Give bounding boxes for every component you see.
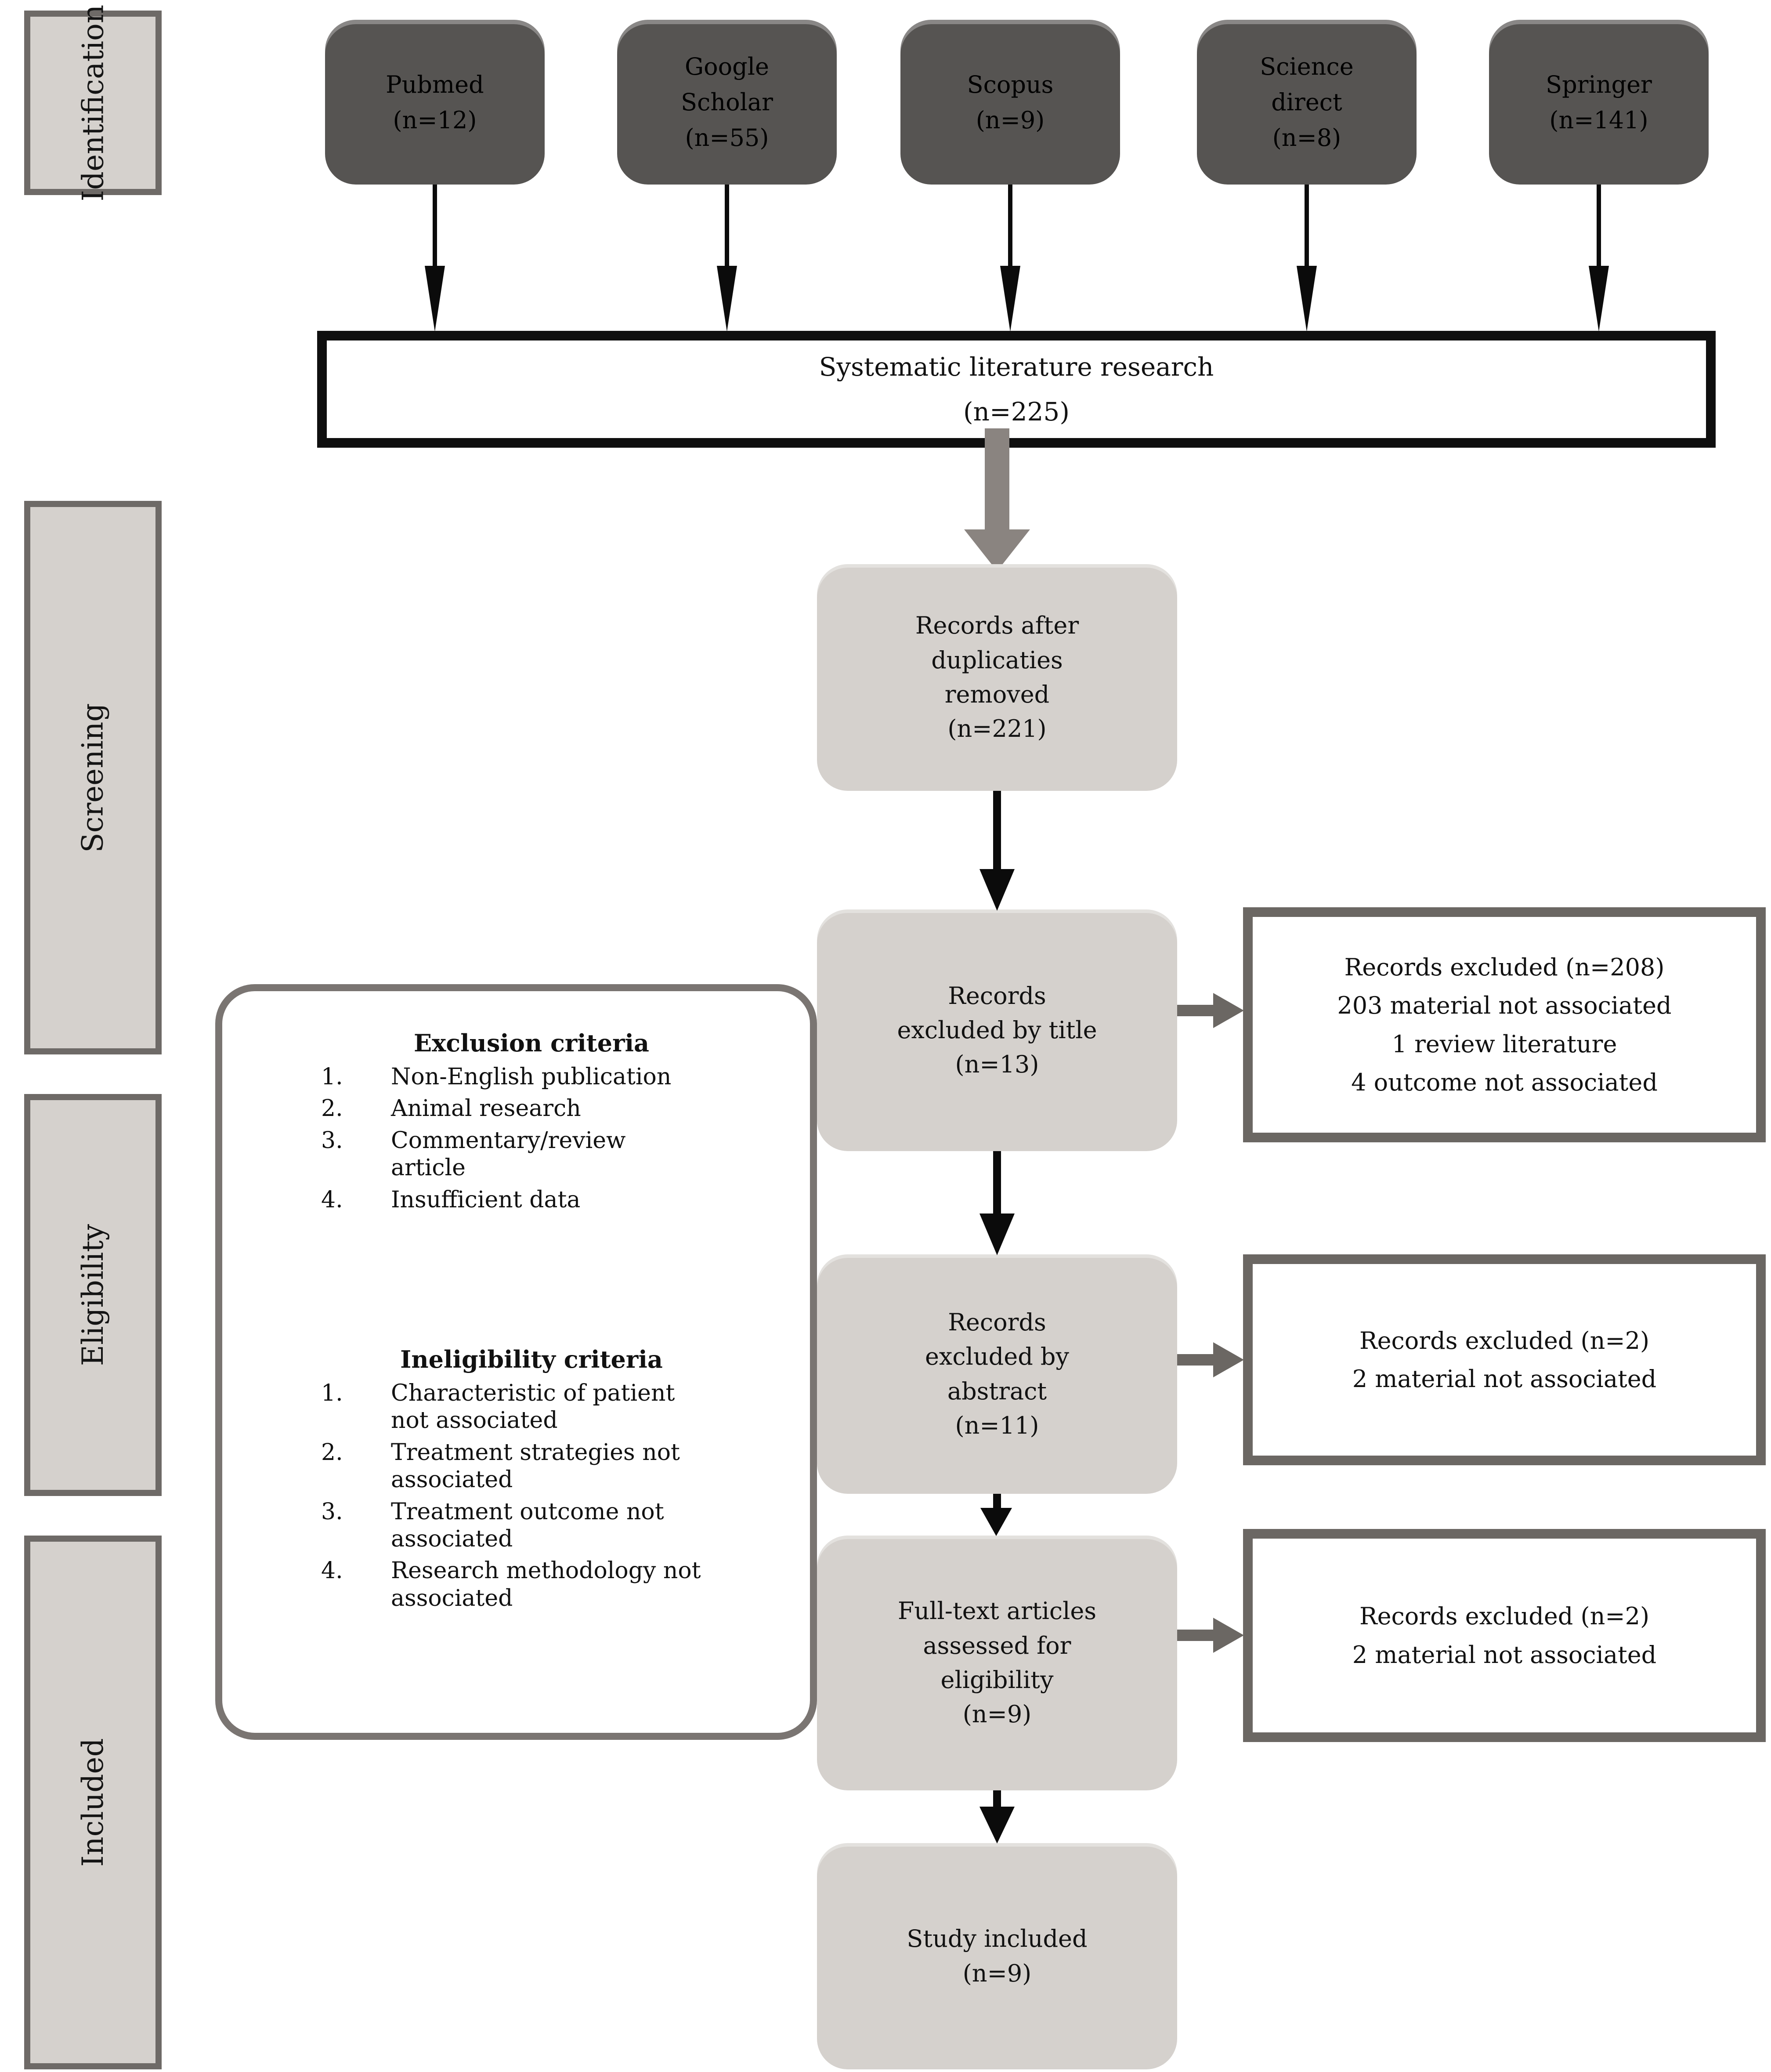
exclusion-fulltext-line2: 2 material not associated (1352, 1641, 1657, 1669)
exclusion-criteria-item: Animal research (321, 1095, 581, 1123)
arrow-abstract-exclusion-head (1213, 1342, 1244, 1377)
exclusion-box-title: Records excluded (n=208) 203 material no… (1243, 907, 1766, 1142)
arrow-pubmed-down-shaft (433, 185, 437, 266)
exclusion-criteria-item: Non-English publication (321, 1063, 672, 1091)
arrow-title-exclusion-shaft (1177, 1005, 1214, 1016)
criteria-box: Exclusion criteria Non-English publicati… (215, 984, 817, 1740)
ineligibility-criteria-item: Characteristic of patient not associated (321, 1380, 675, 1434)
arrow-scopus-down-shaft (1008, 185, 1012, 266)
arrow-step1-step2-shaft (993, 791, 1001, 870)
arrow-science-direct-down-head (1297, 266, 1317, 332)
exclusion-title-line4: 4 outcome not associated (1351, 1068, 1658, 1096)
arrow-fulltext-exclusion-shaft (1177, 1630, 1214, 1641)
arrow-step4-step5-head (979, 1807, 1015, 1844)
arrow-step3-step4-shaft (993, 1494, 1001, 1509)
exclusion-box-abstract: Records excluded (n=2) 2 material not as… (1243, 1254, 1766, 1465)
stage-label-identification: Identification (76, 4, 110, 201)
ineligibility-criteria-item: Treatment strategies not associated (321, 1439, 680, 1493)
step-box-excluded-by-abstract: Records excluded by abstract (n=11) (817, 1254, 1177, 1494)
stage-band-included: Included (24, 1536, 162, 2069)
exclusion-title-line1: Records excluded (n=208) (1344, 953, 1665, 981)
search-results-line1: Systematic literature research (819, 352, 1214, 382)
stage-band-eligibility: Eligibility (24, 1094, 162, 1496)
arrow-abstract-exclusion-shaft (1177, 1354, 1214, 1366)
source-box-science-direct: Science direct (n=8) (1197, 20, 1417, 185)
exclusion-title-line2: 203 material not associated (1337, 992, 1672, 1020)
arrow-step4-step5-shaft (993, 1790, 1001, 1808)
source-box-scopus: Scopus (n=9) (900, 20, 1120, 185)
exclusion-criteria-item: Insufficient data (321, 1186, 581, 1214)
source-box-google-scholar: Google Scholar (n=55) (617, 20, 837, 185)
arrow-google-scholar-down-head (717, 266, 737, 332)
step-box-fulltext-assessed: Full-text articles assessed for eligibil… (817, 1536, 1177, 1790)
source-box-pubmed: Pubmed (n=12) (325, 20, 545, 185)
arrow-fulltext-exclusion-head (1213, 1618, 1244, 1653)
ineligibility-criteria-heading: Ineligibility criteria (400, 1345, 663, 1373)
source-box-springer: Springer (n=141) (1489, 20, 1709, 185)
arrow-step3-step4-head (980, 1508, 1012, 1536)
arrow-step2-step3-shaft (993, 1151, 1001, 1215)
arrow-springer-down-shaft (1597, 185, 1601, 266)
arrow-scopus-down-head (1000, 266, 1020, 332)
exclusion-fulltext-line1: Records excluded (n=2) (1359, 1602, 1650, 1630)
arrow-step2-step3-head (979, 1213, 1015, 1255)
ineligibility-criteria-list: Characteristic of patient not associated… (222, 1380, 788, 1612)
arrow-science-direct-down-shaft (1305, 185, 1309, 266)
stage-band-identification: Identification (24, 4, 162, 201)
arrow-step1-step2-head (979, 869, 1015, 911)
exclusion-abstract-line1: Records excluded (n=2) (1359, 1326, 1650, 1355)
arrow-google-scholar-down-shaft (725, 185, 729, 266)
step-box-duplicates-removed: Records after duplicaties removed (n=221… (817, 564, 1177, 791)
exclusion-criteria-item: Commentary/review article (321, 1127, 626, 1181)
ineligibility-criteria-item: Research methodology not associated (321, 1557, 701, 1612)
exclusion-abstract-line2: 2 material not associated (1352, 1365, 1657, 1393)
arrow-springer-down-head (1589, 266, 1609, 332)
step-box-study-included: Study included (n=9) (817, 1843, 1177, 2069)
arrow-search-to-duplicates-shaft (985, 428, 1009, 529)
search-results-box: Systematic literature research (n=225) (317, 331, 1716, 448)
stage-label-included: Included (76, 1738, 110, 1867)
exclusion-criteria-heading: Exclusion criteria (413, 1029, 650, 1057)
exclusion-title-line3: 1 review literature (1392, 1030, 1617, 1058)
ineligibility-criteria-item: Treatment outcome not associated (321, 1498, 664, 1552)
step-box-excluded-by-title: Records excluded by title (n=13) (817, 909, 1177, 1151)
exclusion-box-fulltext: Records excluded (n=2) 2 material not as… (1243, 1529, 1766, 1742)
exclusion-criteria-list: Non-English publication Animal research … (222, 1063, 788, 1213)
stage-band-screening: Screening (24, 501, 162, 1054)
stage-label-screening: Screening (76, 703, 110, 853)
arrow-pubmed-down-head (425, 266, 445, 332)
stage-label-eligibility: Eligibility (76, 1224, 110, 1366)
arrow-title-exclusion-head (1213, 993, 1244, 1028)
search-results-line2: (n=225) (963, 397, 1070, 427)
